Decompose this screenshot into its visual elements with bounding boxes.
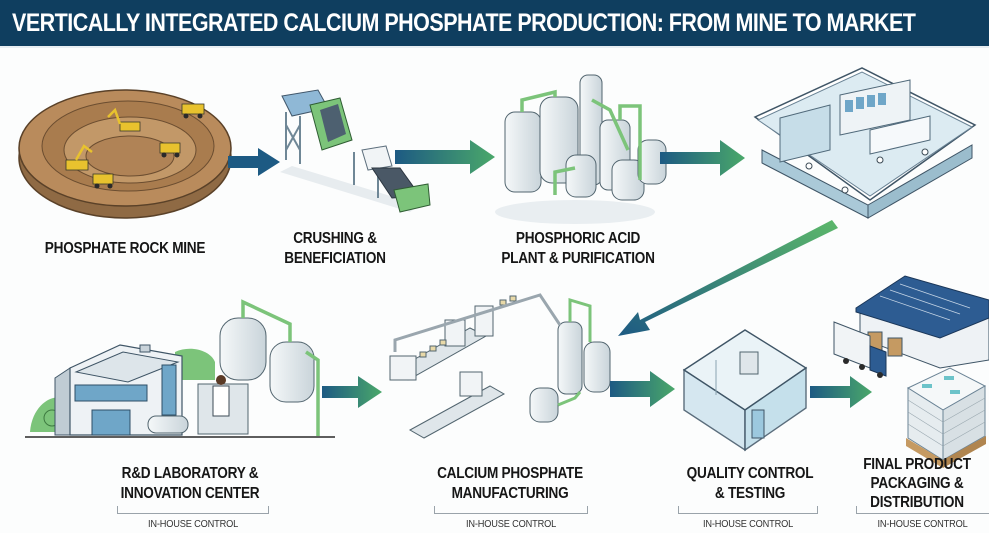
production-line-icon	[389, 293, 611, 439]
flow-arrow	[610, 371, 675, 407]
stage-label-manufacturing: CALCIUM PHOSPHATE MANUFACTURING	[437, 465, 583, 502]
laboratory-building-icon	[753, 67, 977, 219]
flow-arrow	[322, 376, 382, 408]
bracket-divider	[678, 506, 818, 514]
stage-label-phosphoric-acid: PHOSPHORIC ACID PLANT & PURIFICATION	[501, 230, 655, 267]
flow-arrow	[660, 140, 745, 176]
flow-arrow	[618, 220, 838, 336]
stage-label-rnd: R&D LABORATORY & INNOVATION CENTER	[120, 465, 260, 502]
in-house-control-qc: IN-HOUSE CONTROL	[678, 506, 818, 530]
stage-label-mine: PHOSPHATE ROCK MINE	[44, 240, 206, 257]
bracket-divider	[117, 506, 269, 514]
stage-label-quality-control: QUALITY CONTROL & TESTING	[686, 465, 814, 502]
flow-arrow	[810, 376, 872, 408]
open-pit-mine-icon	[18, 89, 232, 219]
rnd-center-icon	[25, 299, 335, 438]
bracket-divider	[434, 506, 588, 514]
bracket-divider	[856, 506, 989, 514]
page-title: VERTICALLY INTEGRATED CALCIUM PHOSPHATE …	[12, 9, 916, 37]
flow-arrow	[228, 148, 280, 176]
warehouse-truck-icon	[833, 275, 989, 468]
stage-label-distribution: FINAL PRODUCT PACKAGING & DISTRIBUTION	[863, 456, 971, 511]
crusher-conveyor-icon	[280, 89, 431, 213]
flow-arrow	[395, 140, 495, 174]
title-banner: VERTICALLY INTEGRATED CALCIUM PHOSPHATE …	[0, 0, 989, 48]
chemical-tanks-icon	[495, 74, 667, 224]
qc-cleanroom-icon	[682, 329, 808, 452]
in-house-control-rnd: IN-HOUSE CONTROL	[117, 506, 269, 530]
stage-label-crushing: CRUSHING & BENEFICIATION	[284, 230, 386, 267]
in-house-control-distribution: IN-HOUSE CONTROL	[856, 506, 989, 530]
in-house-control-manufacturing: IN-HOUSE CONTROL	[434, 506, 588, 530]
